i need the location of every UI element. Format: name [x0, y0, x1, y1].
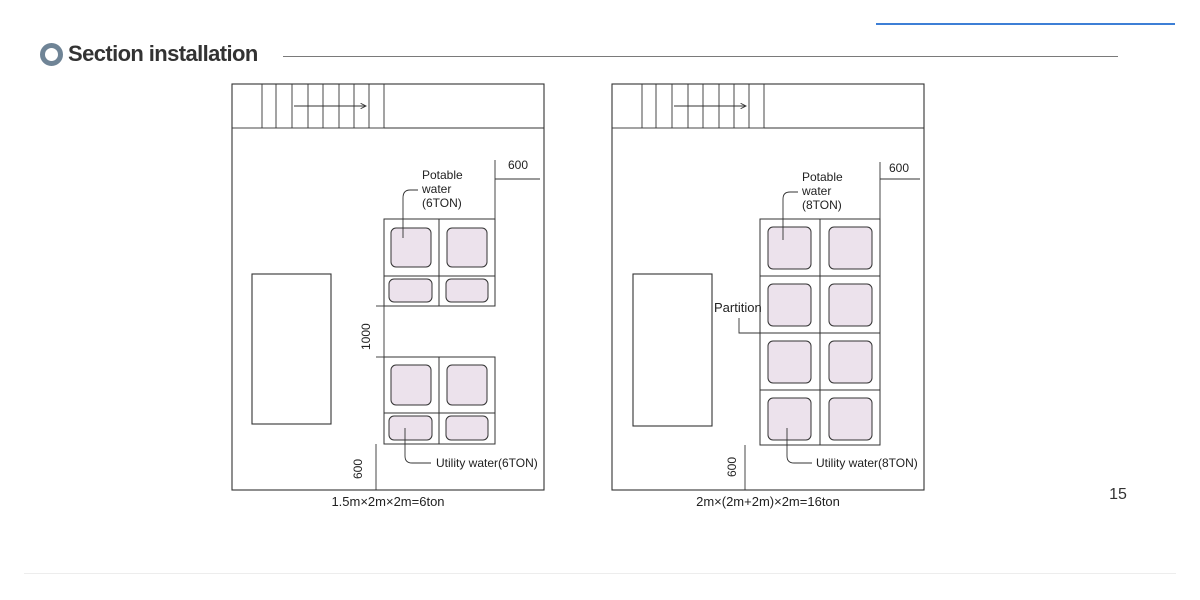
- dimension-bottom: 600: [725, 445, 746, 490]
- dimension-bottom-label: 600: [351, 459, 365, 479]
- side-fixture: [251, 273, 332, 425]
- header-rule: [283, 56, 1118, 57]
- dimension-top: 600: [879, 161, 920, 219]
- top-accent-line: [876, 23, 1175, 25]
- potable-tank-unit: [383, 218, 496, 307]
- plan-right: 600 600 Potable water (8TON) Partition U…: [611, 83, 925, 509]
- potable-leader: [782, 191, 798, 240]
- utility-leader: [404, 428, 431, 464]
- side-fixture: [632, 273, 713, 427]
- potable-label: Potable water (6TON): [421, 168, 466, 210]
- potable-label: Potable water (8TON): [801, 170, 846, 212]
- section-title: Section installation: [68, 41, 258, 66]
- dimension-bottom: 600: [351, 444, 377, 490]
- bottom-rule: [24, 573, 1176, 574]
- page-number: 15: [1109, 486, 1127, 503]
- potable-leader: [402, 189, 418, 238]
- section-header: Section installation: [40, 38, 258, 70]
- dimension-top-label: 600: [508, 158, 528, 172]
- utility-tank-unit: [383, 356, 496, 445]
- formula-label: 1.5m×2m×2m=6ton: [331, 494, 444, 509]
- utility-leader: [786, 428, 812, 464]
- circle-bullet-icon: [40, 42, 63, 66]
- formula-label: 2m×(2m+2m)×2m=16ton: [696, 494, 840, 509]
- tank-unit-large: [759, 218, 881, 446]
- dimension-gap: 1000: [359, 305, 385, 358]
- dimension-top: 600: [494, 158, 540, 219]
- dimension-gap-label: 1000: [359, 323, 373, 350]
- room-outline: [611, 83, 925, 491]
- stairs: [611, 83, 924, 129]
- dimension-top-label: 600: [889, 161, 909, 175]
- room-outline: [231, 83, 545, 491]
- partition-label: Partition: [714, 300, 762, 315]
- utility-label: Utility water(8TON): [816, 456, 918, 470]
- dimension-bottom-label: 600: [725, 457, 739, 477]
- stairs: [231, 83, 544, 129]
- utility-label: Utility water(6TON): [436, 456, 538, 470]
- partition-leader: [738, 318, 760, 334]
- plan-left: 600 1000 600 Potable water (6TON) Utilit…: [231, 83, 545, 509]
